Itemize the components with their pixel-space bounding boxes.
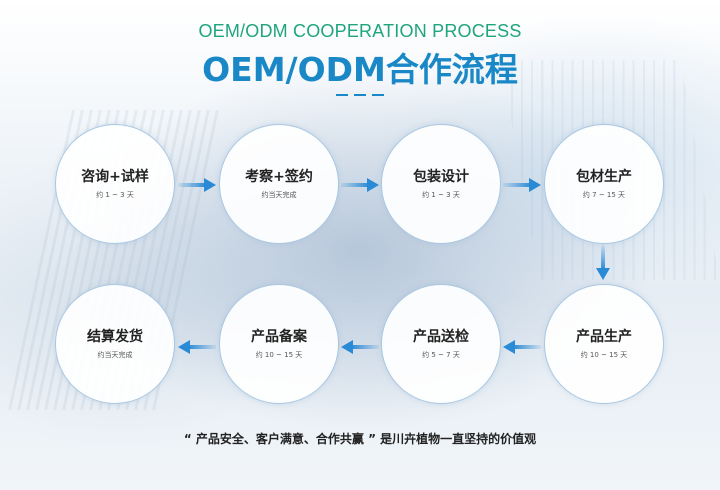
step-settle-ship: 结算发货 约当天完成 — [55, 284, 175, 404]
step-packaging-production: 包材生产 约 7 ~ 15 天 — [544, 124, 664, 244]
step-duration: 约 10 ~ 15 天 — [255, 351, 303, 359]
arrow-down-icon — [596, 246, 610, 280]
step-product-inspection: 产品送检 约 5 ~ 7 天 — [381, 284, 501, 404]
step-name: 产品生产 — [576, 329, 632, 345]
arrow-left-icon — [178, 340, 216, 354]
step-name: 结算发货 — [87, 329, 143, 345]
step-name: 包装设计 — [413, 169, 469, 185]
page-title: OEM/ODM合作流程 — [202, 50, 518, 89]
step-consult-sample: 咨询+试样 约 1 ~ 3 天 — [55, 124, 175, 244]
step-package-design: 包装设计 约 1 ~ 3 天 — [381, 124, 501, 244]
arrow-left-icon — [503, 340, 541, 354]
step-name: 产品备案 — [251, 329, 307, 345]
step-product-filing: 产品备案 约 10 ~ 15 天 — [219, 284, 339, 404]
step-name: 咨询+试样 — [81, 169, 149, 185]
step-inspect-sign: 考察+签约 约当天完成 — [219, 124, 339, 244]
title-divider — [336, 94, 384, 97]
arrow-left-icon — [341, 340, 379, 354]
step-name: 包材生产 — [576, 169, 632, 185]
step-duration: 约当天完成 — [97, 351, 133, 359]
step-name: 产品送检 — [413, 329, 469, 345]
step-duration: 约 10 ~ 15 天 — [580, 351, 628, 359]
arrow-right-icon — [341, 178, 379, 192]
arrow-right-icon — [178, 178, 216, 192]
step-duration: 约当天完成 — [261, 191, 297, 199]
step-name: 考察+签约 — [245, 169, 313, 185]
step-duration: 约 1 ~ 3 天 — [96, 191, 134, 199]
page-subtitle: OEM/ODM COOPERATION PROCESS — [198, 21, 522, 41]
value-statement: “ 产品安全、客户满意、合作共赢 ” 是川卉植物一直坚持的价值观 — [183, 432, 537, 446]
step-duration: 约 7 ~ 15 天 — [582, 191, 626, 199]
step-product-production: 产品生产 约 10 ~ 15 天 — [544, 284, 664, 404]
step-duration: 约 1 ~ 3 天 — [422, 191, 460, 199]
arrow-right-icon — [503, 178, 541, 192]
step-duration: 约 5 ~ 7 天 — [422, 351, 460, 359]
